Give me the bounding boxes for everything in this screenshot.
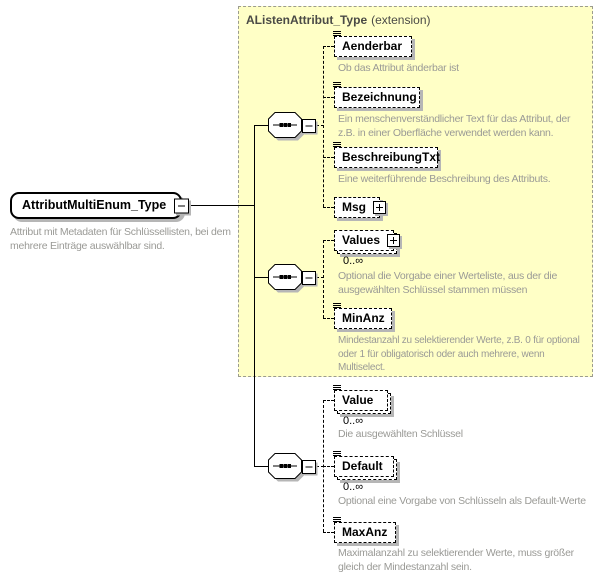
optional-connector: [316, 277, 324, 278]
optional-connector: [323, 240, 324, 318]
optional-connector: [323, 400, 334, 401]
extension-header: AListenAttribut_Type(extension): [246, 13, 431, 27]
optional-connector: [316, 125, 324, 126]
sequence-compositor[interactable]: [268, 453, 318, 483]
connector-line: [254, 466, 270, 467]
optional-connector: [323, 318, 334, 319]
optional-connector: [323, 157, 334, 158]
text-content-icon: [333, 303, 341, 304]
annotation: Ob das Attribut änderbar ist: [338, 62, 459, 74]
minus-icon: [178, 205, 186, 206]
element-label: MinAnz: [342, 311, 385, 325]
sequence-compositor[interactable]: [268, 264, 318, 294]
element-msg[interactable]: Msg: [334, 197, 386, 218]
element-value[interactable]: Value: [333, 385, 388, 411]
text-content-icon: [333, 451, 341, 452]
element-label: Value: [342, 393, 374, 407]
element-label: Msg: [342, 200, 366, 214]
expand-toggle[interactable]: [373, 201, 386, 214]
element-maxanz[interactable]: MaxAnz: [333, 517, 396, 543]
element-bezeichnung[interactable]: Bezeichnung: [333, 82, 420, 108]
text-content-icon: [333, 517, 341, 518]
element-label: Bezeichnung: [342, 90, 417, 104]
extension-title: AListenAttribut_Type: [246, 13, 368, 27]
occurrence-label: 0..∞: [343, 481, 364, 493]
optional-connector: [323, 46, 324, 207]
extension-suffix: (extension): [371, 13, 431, 27]
optional-connector: [316, 466, 324, 467]
root-element-label: AttributMultiEnum_Type: [22, 198, 167, 212]
element-label: Values: [342, 233, 381, 247]
annotation: Ein menschenverständlicher Text für das …: [338, 113, 571, 139]
collapse-toggle[interactable]: [174, 198, 190, 213]
occurrence-label: 0..∞: [343, 415, 364, 427]
element-label: Aenderbar: [342, 39, 403, 53]
connector-line: [254, 125, 270, 126]
extension-container: AListenAttribut_Type(extension): [238, 6, 593, 377]
element-label: BeschreibungTxt: [342, 150, 441, 164]
connector-line: [254, 277, 270, 278]
text-content-icon: [333, 142, 341, 143]
annotation: Optional die Vorgabe einer Werteliste, a…: [338, 270, 558, 296]
annotation: Optional eine Vorgabe von Schlüsseln als…: [338, 495, 586, 507]
element-label: Default: [342, 459, 383, 473]
text-content-icon: [333, 31, 341, 32]
text-content-icon: [333, 82, 341, 83]
annotation: Maximalanzahl zu selektierender Werte, m…: [338, 547, 574, 573]
element-minanz[interactable]: MinAnz: [333, 303, 392, 329]
optional-connector: [323, 207, 334, 208]
text-content-icon: [333, 385, 341, 386]
connector-trunk: [254, 125, 255, 466]
optional-connector: [323, 532, 334, 533]
optional-connector: [323, 466, 334, 467]
optional-connector: [323, 240, 334, 241]
expand-toggle[interactable]: [387, 234, 400, 247]
element-attributmultienum-type[interactable]: AttributMultiEnum_Type: [10, 192, 190, 219]
element-values[interactable]: Values: [334, 230, 400, 251]
element-default[interactable]: Default: [333, 451, 394, 477]
optional-connector: [323, 46, 334, 47]
optional-connector: [323, 97, 334, 98]
element-beschreibungtxt[interactable]: BeschreibungTxt: [333, 142, 441, 168]
sequence-compositor[interactable]: [268, 112, 318, 142]
element-label: MaxAnz: [342, 525, 388, 539]
annotation: Mindestanzahl zu selektierender Werte, z…: [338, 335, 580, 373]
annotation: Eine weiterführende Beschreibung des Att…: [338, 173, 551, 185]
root-annotation: Attribut mit Metadaten für Schlüssellist…: [10, 226, 231, 252]
annotation: Die ausgewählten Schlüssel: [338, 428, 463, 440]
element-aenderbar[interactable]: Aenderbar: [333, 31, 412, 57]
occurrence-label: 0..∞: [343, 255, 364, 267]
